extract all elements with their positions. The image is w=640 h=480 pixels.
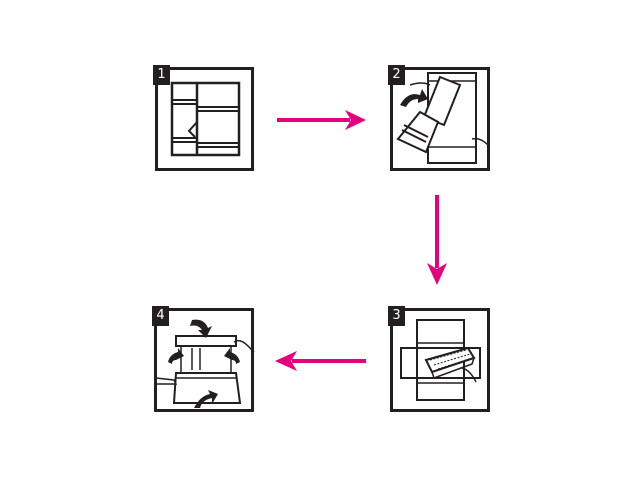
arrow-left xyxy=(275,351,366,371)
step-4-panel: 4 xyxy=(152,306,255,412)
step-3-panel: 3 xyxy=(388,306,490,412)
step-1-panel: 1 xyxy=(153,65,255,171)
step-number-badge: 4 xyxy=(152,306,169,326)
step-number-badge: 2 xyxy=(388,65,405,85)
closing-box-illustration xyxy=(154,308,255,412)
step-2-panel: 2 xyxy=(388,65,490,171)
step-number-badge: 3 xyxy=(388,306,405,326)
arrow-right xyxy=(277,110,366,130)
arrow-down xyxy=(427,195,447,285)
open-box-illustration xyxy=(390,308,490,412)
unfolding-box-illustration xyxy=(390,67,490,171)
step-number-badge: 1 xyxy=(153,65,170,85)
folded-box-illustration xyxy=(155,67,254,171)
